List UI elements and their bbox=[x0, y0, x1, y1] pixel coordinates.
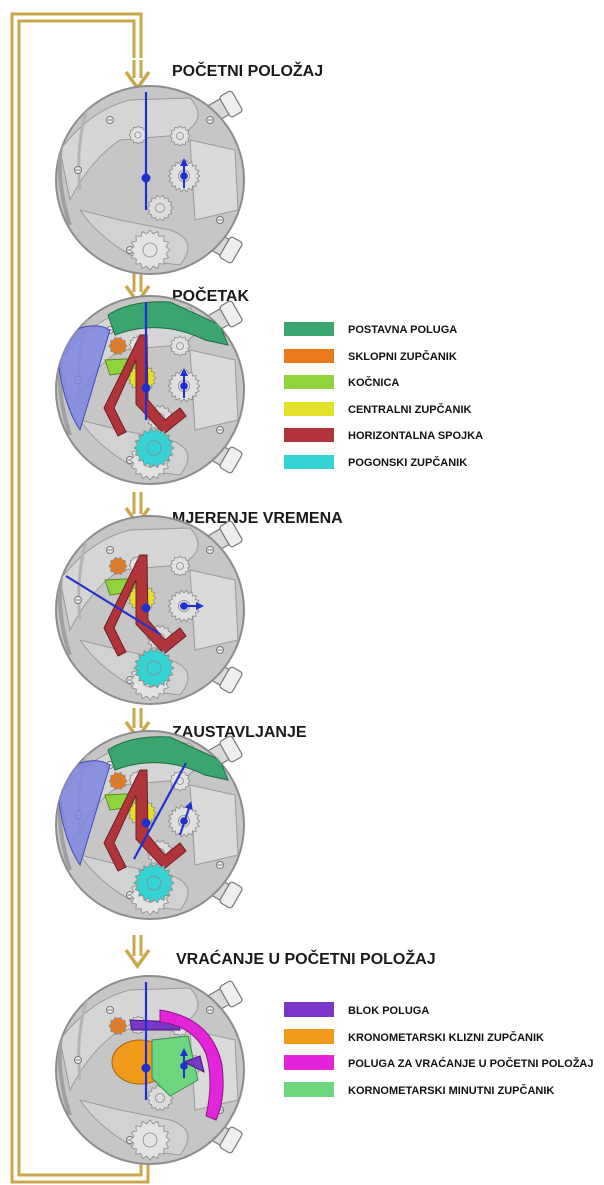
legend-start-parts: POSTAVNA POLUGA SKLOPNI ZUPČANIK KOČNICA… bbox=[284, 322, 483, 469]
stage-title-vracanje: VRAĆANJE U POČETNI POLOŽAJ bbox=[176, 949, 436, 968]
legend-swatch-kronometarski-klizni bbox=[284, 1029, 334, 1044]
legend-label-kocnica: KOČNICA bbox=[348, 376, 399, 389]
gear-bottom bbox=[130, 230, 170, 270]
movement-reset bbox=[56, 976, 244, 1164]
legend-swatch-centralni-zupcanik bbox=[284, 402, 334, 416]
down-arrow bbox=[126, 935, 149, 966]
legend-swatch-kornometarski-minutni bbox=[284, 1082, 334, 1097]
hand-pivot bbox=[143, 1065, 150, 1072]
movement-initial-position bbox=[56, 86, 244, 274]
hand-pivot bbox=[143, 175, 150, 182]
legend-swatch-poluga-za-vracanje bbox=[284, 1055, 334, 1070]
legend-swatch-horizontalna-spojka bbox=[284, 428, 334, 442]
legend-swatch-pogonski-zupcanik bbox=[284, 455, 334, 469]
down-arrow bbox=[126, 60, 149, 88]
hand-pivot bbox=[143, 820, 150, 827]
hand-pivot bbox=[143, 385, 150, 392]
legend-label-kornometarski-minutni: KORNOMETARSKI MINUTNI ZUPČANIK bbox=[348, 1084, 554, 1097]
legend-reset-parts: BLOK POLUGA KRONOMETARSKI KLIZNI ZUPČANI… bbox=[284, 1002, 593, 1097]
legend-label-kronometarski-klizni: KRONOMETARSKI KLIZNI ZUPČANIK bbox=[348, 1031, 544, 1044]
legend-label-pogonski-zupcanik: POGONSKI ZUPČANIK bbox=[348, 456, 467, 469]
stage-title-pocetni-polozaj: POČETNI POLOŽAJ bbox=[172, 61, 323, 80]
legend-label-blok-poluga: BLOK POLUGA bbox=[348, 1005, 429, 1017]
gear-bottom bbox=[130, 1120, 170, 1160]
legend-swatch-blok-poluga bbox=[284, 1002, 334, 1017]
legend-label-horizontalna-spojka: HORIZONTALNA SPOJKA bbox=[348, 430, 483, 442]
legend-label-poluga-za-vracanje: POLUGA ZA VRAĆANJE U POČETNI POLOŽAJ bbox=[348, 1057, 593, 1070]
movement-timing bbox=[56, 516, 244, 704]
legend-label-postavna-poluga: POSTAVNA POLUGA bbox=[348, 324, 457, 336]
arrow-head bbox=[126, 950, 149, 966]
hand-pivot bbox=[143, 605, 150, 612]
movement-start bbox=[56, 296, 244, 484]
legend-swatch-kocnica bbox=[284, 375, 334, 389]
stage-title-zaustavljanje: ZAUSTAVLJANJE bbox=[172, 724, 307, 741]
legend-swatch-sklopni-zupcanik bbox=[284, 349, 334, 363]
legend-label-centralni-zupcanik: CENTRALNI ZUPČANIK bbox=[348, 403, 471, 416]
legend-swatch-postavna-poluga bbox=[284, 322, 334, 336]
legend-label-sklopni-zupcanik: SKLOPNI ZUPČANIK bbox=[348, 350, 457, 363]
movement-stop bbox=[56, 731, 244, 919]
stage-title-mjerenje-vremena: MJERENJE VREMENA bbox=[172, 510, 343, 527]
